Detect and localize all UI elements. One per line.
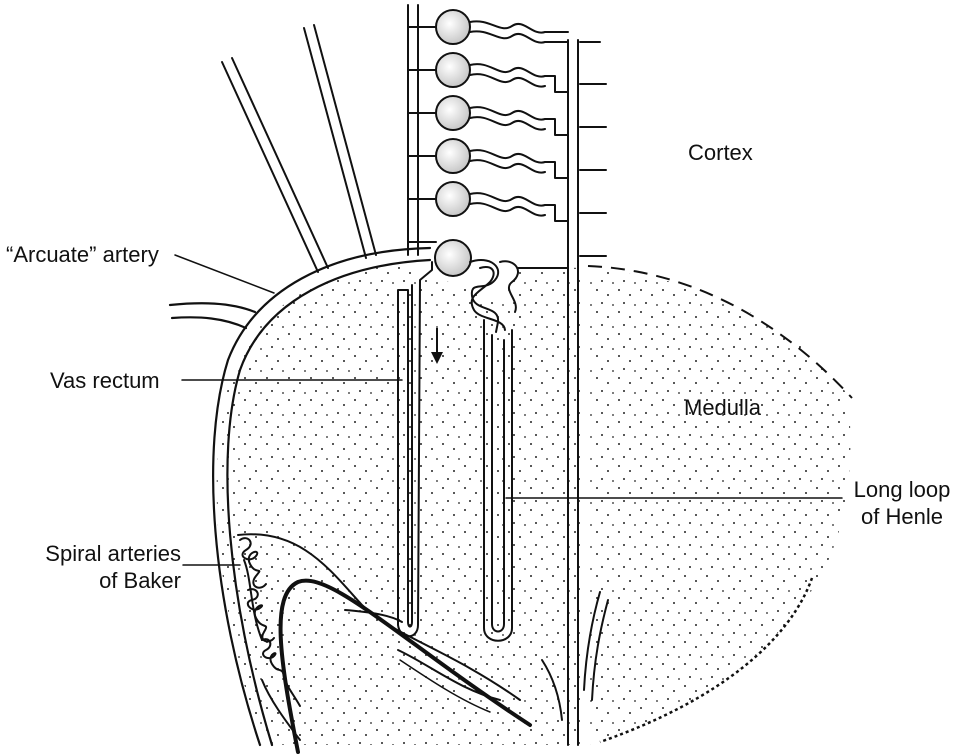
label-vas-rectum: Vas rectum (50, 368, 160, 393)
interlobular-vessels (221, 24, 377, 273)
cortex-ticks (579, 41, 607, 257)
papilla-right-boundary (599, 577, 814, 744)
renal-papilla (237, 533, 532, 754)
label-spiral-arteries: Spiral arteries of Baker (8, 540, 181, 594)
papilla-ducts-right (541, 591, 609, 721)
spiral-arteries (239, 537, 301, 741)
label-long-loop-line2: of Henle (861, 504, 943, 529)
label-arcuate-artery: “Arcuate” artery (6, 242, 159, 267)
convoluted-tubules (469, 20, 569, 222)
vas-rectum (397, 261, 433, 638)
label-spiral-line2: of Baker (99, 568, 181, 593)
cortical-column (407, 4, 579, 263)
juxtamedullary-coils (469, 259, 519, 333)
cortex-medulla-boundary (587, 265, 853, 399)
glomeruli (434, 9, 472, 277)
medulla-right-region (588, 270, 851, 745)
label-long-loop-line1: Long loop (853, 477, 951, 502)
label-cortex: Cortex (688, 140, 753, 165)
loop-of-henle (483, 319, 513, 642)
label-long-loop: Long loop of Henle (846, 476, 958, 530)
flow-arrow (431, 328, 443, 364)
label-medulla: Medulla (684, 395, 762, 420)
collecting-duct (517, 261, 579, 746)
leader-lines (174, 254, 843, 566)
arcuate-artery (168, 246, 432, 747)
label-spiral-line1: Spiral arteries (45, 541, 181, 566)
